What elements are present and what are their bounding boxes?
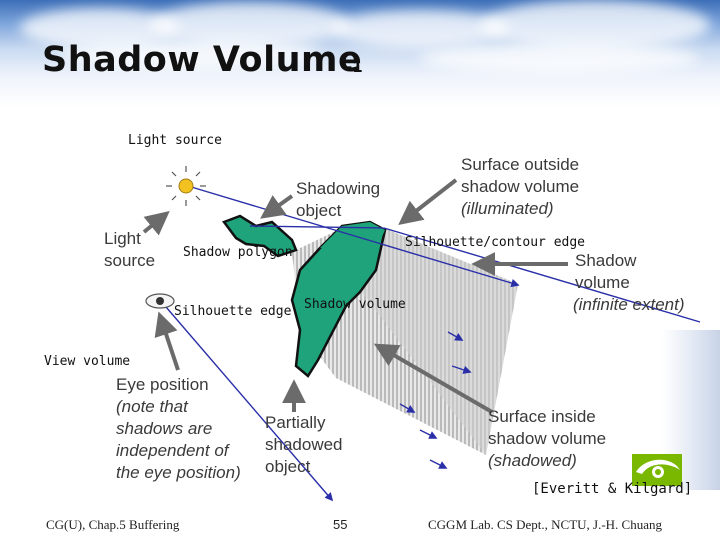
citation: [Everitt & Kilgard] — [532, 481, 693, 497]
sun-icon — [166, 166, 206, 206]
header-sky-band — [0, 0, 720, 108]
label-light-source: Light source — [128, 133, 222, 148]
callout-arrows — [142, 178, 568, 414]
fig-eye-position: Eye position (note that shadows are inde… — [116, 375, 241, 482]
label-silhouette-edge: Silhouette edge — [174, 304, 292, 319]
light-rays — [159, 185, 701, 502]
slide-title-suffix: -1 — [346, 58, 363, 76]
nvidia-logo-icon — [632, 454, 682, 486]
label-silhouette-contour-edge: Silhouette/contour edge — [405, 235, 586, 250]
inside-arrows — [399, 331, 472, 469]
label-shadow-polygon: Shadow polygon — [183, 245, 293, 260]
footer-course: CG(U), Chap.5 Buffering — [46, 517, 180, 532]
label-shadow-volume: Shadow volume — [304, 297, 406, 312]
shadowing-object — [221, 214, 298, 258]
partially-shadowed-object — [290, 220, 387, 378]
label-view-volume: View volume — [44, 354, 131, 369]
slide-title: Shadow Volume — [42, 40, 363, 80]
footer-page-number: 55 — [333, 517, 348, 532]
eye-icon — [145, 293, 175, 309]
footer-lab: CGGM Lab. CS Dept., NCTU, J.-H. Chuang — [428, 517, 662, 532]
